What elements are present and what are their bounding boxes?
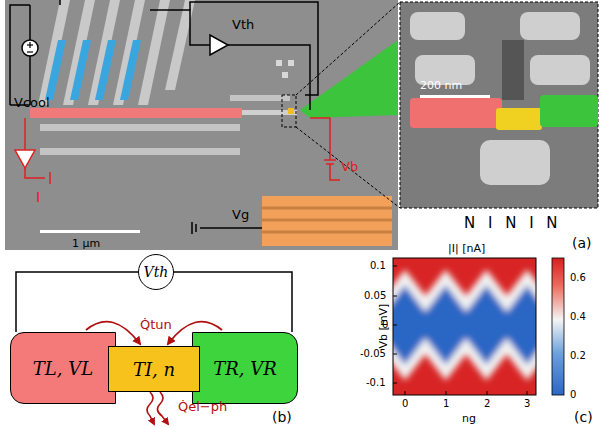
label: -0.1: [366, 378, 386, 388]
wire: [16, 272, 138, 332]
label: 0: [570, 390, 576, 400]
node-text: TL, VL: [33, 358, 93, 379]
label: N I N I N: [464, 216, 562, 231]
label: Vg: [232, 208, 249, 221]
label: 0: [402, 399, 408, 409]
label: Vb: [341, 160, 358, 173]
heat-flow-arrows: [147, 392, 168, 424]
node-text: TR, VR: [213, 358, 277, 379]
island-box: TR, VR: [192, 332, 298, 404]
label: (a): [572, 236, 592, 250]
node-text: TI, n: [133, 359, 175, 380]
label: -0.05: [360, 349, 386, 359]
label: Vcool: [14, 96, 50, 109]
label: (b): [272, 410, 292, 424]
label: 0.1: [370, 261, 386, 271]
label: 0.4: [570, 312, 586, 322]
label: 0.05: [364, 291, 386, 301]
label: 0: [382, 320, 388, 330]
label: 0.2: [570, 351, 586, 361]
label: (c): [574, 410, 593, 424]
node-text: Vth: [144, 264, 169, 280]
colorbar: [552, 258, 564, 395]
sem-inset: [400, 2, 598, 208]
label: Q̇tun: [140, 318, 172, 331]
label: |I| [nA]: [448, 243, 485, 254]
axis-ticks: [393, 266, 527, 395]
label: ng: [462, 413, 476, 424]
sem-image: [5, 0, 400, 250]
label: 1: [443, 399, 449, 409]
current-map: [393, 258, 536, 395]
label: 3: [524, 399, 530, 409]
label: 1 μm: [72, 238, 100, 249]
label: 0.6: [570, 273, 586, 283]
label: I: [36, 190, 40, 204]
label: Vth: [232, 18, 254, 31]
island-box: TL, VL: [10, 332, 116, 404]
label: Q̇el−ph: [178, 400, 227, 413]
label: 200 nm: [420, 80, 462, 91]
voltmeter-circle: Vth: [138, 254, 174, 290]
label: 2: [484, 399, 490, 409]
island-box: TI, n: [108, 346, 200, 392]
wire: [174, 272, 292, 332]
